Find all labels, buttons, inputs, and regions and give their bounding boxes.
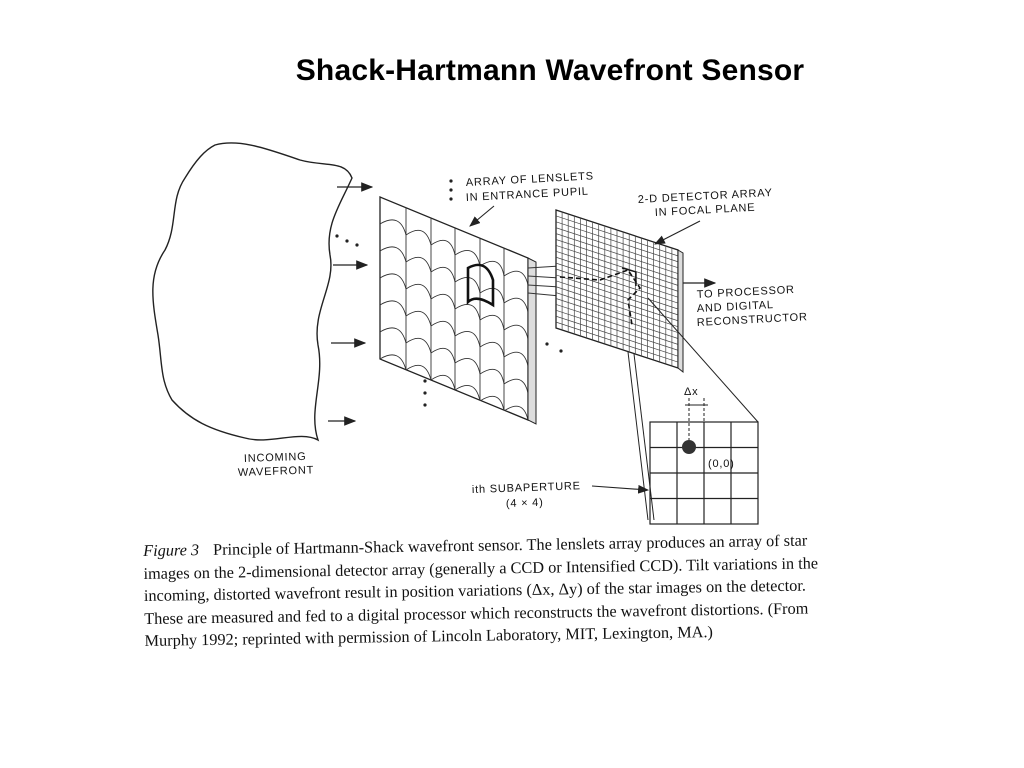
wavefront-label-line1: INCOMING xyxy=(244,451,307,465)
subaperture-label-line2: (4 × 4) xyxy=(506,497,544,510)
processor-label-line1: TO PROCESSOR xyxy=(697,284,796,301)
subaperture-label-line1: ith SUBAPERTURE xyxy=(472,480,581,496)
caption-text: Principle of Hartmann-Shack wavefront se… xyxy=(143,530,819,650)
figure-label: Figure 3 xyxy=(143,540,200,560)
detector-label-line2: IN FOCAL PLANE xyxy=(655,202,756,219)
origin-label: (0,0) xyxy=(708,458,735,470)
detector-array xyxy=(555,209,684,374)
lenslets-pointer xyxy=(469,205,495,227)
incoming-wavefront-shape xyxy=(152,142,353,442)
page-title: Shack-Hartmann Wavefront Sensor xyxy=(295,54,805,87)
lenslet-array xyxy=(379,196,537,425)
detector-pointer xyxy=(654,220,701,245)
wavefront-arrows xyxy=(328,182,374,426)
subaperture-pointer xyxy=(591,484,650,494)
processor-label-line3: RECONSTRUCTOR xyxy=(697,311,809,329)
delta-x-marker xyxy=(685,398,708,440)
delta-x-label: Δx xyxy=(684,386,698,398)
subaperture-grid xyxy=(649,421,759,525)
lenslets-label-line2: IN ENTRANCE PUPIL xyxy=(466,186,589,204)
light-rays xyxy=(527,265,561,297)
processor-label-line2: AND DIGITAL xyxy=(697,299,775,315)
star-image-spot xyxy=(682,440,696,454)
wavefront-label-line2: WAVEFRONT xyxy=(238,464,315,479)
